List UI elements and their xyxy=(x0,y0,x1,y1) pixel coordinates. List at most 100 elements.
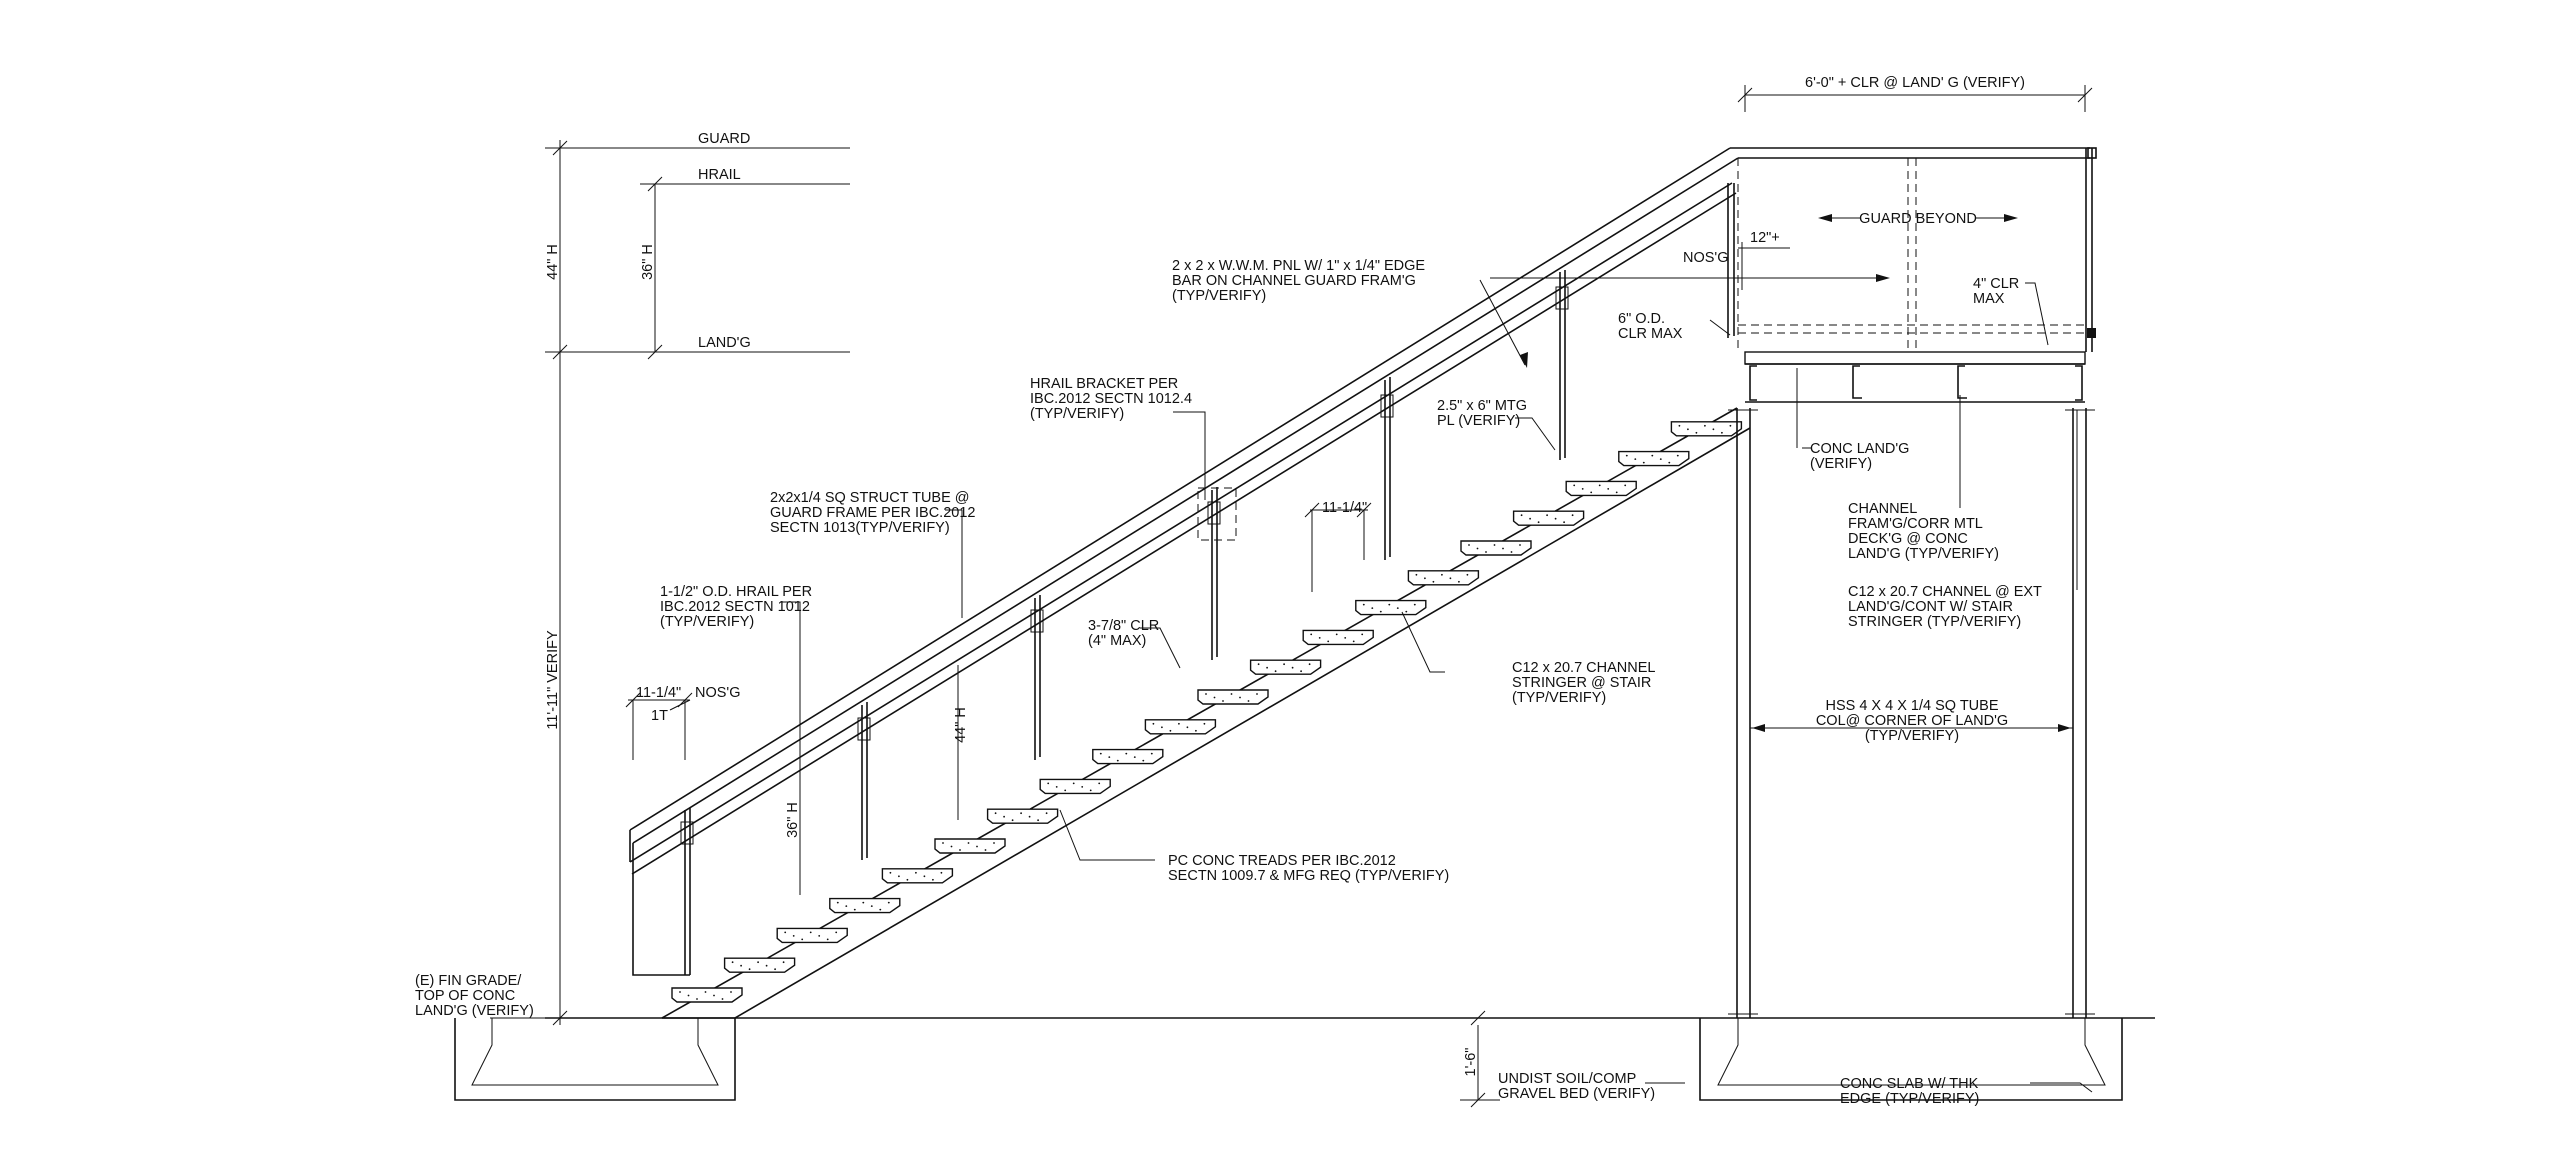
note-clr4-1: 4" CLR xyxy=(1973,276,2019,292)
tread-stipple xyxy=(1072,782,1075,785)
tread-stipple xyxy=(1554,517,1557,520)
tread-stipple xyxy=(1361,633,1364,636)
tread xyxy=(1512,510,1585,526)
tread-stipple xyxy=(1256,693,1258,695)
note-c12str-1: C12 x 20.7 CHANNEL xyxy=(1512,660,1655,676)
note-channel-1: CHANNEL xyxy=(1848,501,1917,517)
tread-stipple xyxy=(1607,488,1610,490)
tread-stipple xyxy=(1598,484,1601,487)
tread-stipple xyxy=(1308,663,1311,666)
tread-stipple xyxy=(1142,759,1145,762)
tread-stipple xyxy=(1413,603,1416,606)
tread-stipple xyxy=(1064,789,1067,792)
tread-stipple xyxy=(915,871,917,874)
tread-stipple xyxy=(950,845,953,848)
landing-columns xyxy=(1728,408,2095,1018)
tread xyxy=(1144,719,1217,735)
note-pc-1: PC CONC TREADS PER IBC.2012 xyxy=(1168,853,1396,869)
note-slab-1: CONC SLAB W/ THK xyxy=(1840,1076,1979,1092)
tread-stipple xyxy=(1161,726,1163,729)
tread-stipple xyxy=(704,991,707,993)
note-wwm-2: BAR ON CHANNEL GUARD FRAM'G xyxy=(1172,273,1416,289)
channel-framing xyxy=(1749,365,2083,401)
tread-stipple xyxy=(721,998,724,1000)
note-c12ext-3: STRINGER (TYP/VERIFY) xyxy=(1848,614,2021,630)
tread-stipple xyxy=(784,931,787,934)
note-pc-2: SECTN 1009.7 & MFG REQ (TYP/VERIFY) xyxy=(1168,868,1449,884)
tread-stipple xyxy=(1424,577,1426,580)
dim-left-11-14: 11-1/4" xyxy=(636,685,681,701)
dim-left-1t: 1T xyxy=(651,708,668,724)
tread-stipple xyxy=(845,905,848,907)
tread-stipple xyxy=(713,994,715,997)
tread xyxy=(723,957,796,973)
tread-stipple xyxy=(1721,431,1723,434)
tread xyxy=(881,868,954,884)
tread-stipple xyxy=(1590,491,1593,494)
tread-stipple xyxy=(801,938,804,941)
tread-stipple xyxy=(1502,547,1504,550)
tread-stipple xyxy=(809,931,812,934)
tread xyxy=(986,808,1059,824)
leader-lines xyxy=(669,214,2093,1093)
note-wwm-3: (TYP/VERIFY) xyxy=(1172,288,1266,304)
tread-stipple xyxy=(1712,428,1715,431)
tread-stipple xyxy=(898,875,900,878)
tread-stipple xyxy=(1371,607,1374,609)
tread-stipple xyxy=(1546,514,1548,517)
tread-stipple xyxy=(1687,428,1689,431)
tread-stipple xyxy=(959,849,961,851)
tread-stipple xyxy=(1529,517,1531,520)
tread-stipple xyxy=(1098,782,1101,785)
note-grade-3: LAND'G (VERIFY) xyxy=(415,1003,534,1019)
concrete-treads xyxy=(671,421,1743,1003)
tread-stipple xyxy=(1458,580,1460,583)
tread-stipple xyxy=(1055,786,1058,788)
tread-stipple xyxy=(1318,637,1321,639)
tread-stipple xyxy=(940,871,943,874)
tread-stipple xyxy=(1432,580,1435,583)
stair-stringer xyxy=(661,407,1751,1019)
note-c12ext-1: C12 x 20.7 CHANNEL @ EXT xyxy=(1848,584,2042,600)
tread-stipple xyxy=(1099,752,1102,755)
note-od112-1: 1-1/2" O.D. HRAIL PER xyxy=(660,584,812,600)
note-guard-beyond: GUARD BEYOND xyxy=(1859,211,1977,227)
tread-stipple xyxy=(765,964,768,967)
tread-stipple xyxy=(967,842,970,844)
tread xyxy=(1618,450,1690,467)
tread-stipple xyxy=(1493,544,1496,546)
tread-stipple xyxy=(1537,521,1540,524)
handrail xyxy=(629,182,1737,976)
tread xyxy=(934,838,1006,854)
tread-stipple xyxy=(679,991,681,993)
note-clr4-2: MAX xyxy=(1973,291,2005,307)
tread-stipple xyxy=(1327,640,1330,643)
tread-stipple xyxy=(889,871,892,874)
tread-stipple xyxy=(1344,637,1347,639)
tread-stipple xyxy=(740,964,742,967)
tread-stipple xyxy=(1388,603,1391,606)
tread-stipple xyxy=(879,908,882,911)
tread-stipple xyxy=(1203,722,1206,725)
note-grade-2: TOP OF CONC xyxy=(415,988,515,1004)
note-nosg-top: NOS'G xyxy=(1683,250,1728,266)
note-mtg-1: 2.5" x 6" MTG xyxy=(1437,398,1527,414)
tread xyxy=(1197,689,1269,705)
tread-stipple xyxy=(1150,752,1153,755)
tread-stipple xyxy=(1466,573,1469,576)
tread-stipple xyxy=(1405,610,1408,613)
tread-stipple xyxy=(782,961,785,964)
tread-stipple xyxy=(1037,819,1039,822)
tread-stipple xyxy=(1624,484,1627,487)
tread-stipple xyxy=(870,905,873,907)
note-grade-1: (E) FIN GRADE/ xyxy=(415,973,522,989)
note-c12ext-2: LAND'G/CONT W/ STAIR xyxy=(1848,599,2013,615)
tread-stipple xyxy=(1213,696,1216,699)
tread-stipple xyxy=(1678,424,1681,427)
landing-deck xyxy=(1744,351,2086,403)
dim-11-14: 11-1/4" xyxy=(1322,500,1367,516)
tread-stipple xyxy=(906,878,909,881)
note-clr378-2: (4" MAX) xyxy=(1088,633,1146,649)
tread xyxy=(1355,599,1427,616)
landing-guard xyxy=(1730,147,2097,352)
